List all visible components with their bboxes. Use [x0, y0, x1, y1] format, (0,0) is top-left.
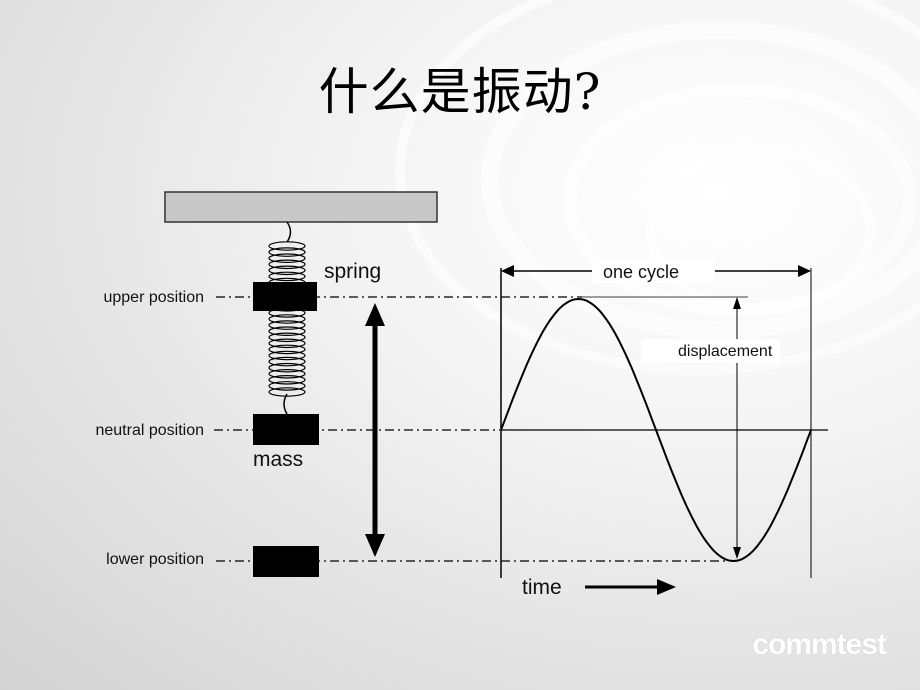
spring-coil-loop — [268, 332, 306, 343]
displacement-label-box — [641, 339, 780, 363]
spring-coil-loop — [268, 381, 306, 391]
spring-coil — [268, 241, 306, 397]
amplitude-arrow-head-up — [365, 303, 385, 326]
spring-coil-loop — [268, 259, 306, 270]
displacement-arrow-up — [733, 297, 741, 309]
sine-wave — [500, 297, 812, 563]
spring-coil-loop — [268, 241, 306, 251]
commtest-logo: commtest — [752, 628, 887, 661]
spring-coil-loop — [268, 320, 306, 330]
time-arrow-head — [657, 579, 676, 595]
one-cycle-label-box — [592, 259, 715, 283]
spring-coil-loop — [268, 271, 306, 282]
spring-coil-loop — [268, 356, 306, 367]
spring-coil-loop — [268, 253, 306, 264]
one-cycle-arrow-left — [501, 265, 514, 277]
spring-coil-loop — [268, 247, 306, 257]
mass-wire — [283, 393, 288, 415]
spring-coil-loop — [268, 326, 306, 336]
spring-coil-loop — [268, 314, 306, 324]
neutral-position-label: neutral position — [95, 422, 204, 439]
upper-position-label: upper position — [103, 289, 204, 306]
spring-coil-loop — [268, 374, 306, 385]
one-cycle-arrow-right — [798, 265, 811, 277]
spring-coil-loop — [268, 344, 306, 355]
lower-position-label: lower position — [106, 551, 204, 568]
spring-hook — [286, 221, 292, 243]
support-bar — [164, 191, 438, 223]
spring-coil-loop — [268, 387, 306, 397]
spring-coil-loop — [268, 265, 306, 276]
spring-coil-loop — [268, 362, 306, 373]
mass-label: mass — [253, 448, 303, 471]
spring-label: spring — [324, 260, 381, 283]
spring-coil-loop — [268, 368, 306, 379]
spring-coil-loop — [268, 350, 306, 361]
amplitude-arrow-head-down — [365, 534, 385, 557]
displacement-arrow-down — [733, 547, 741, 559]
one-cycle-label: one cycle — [603, 262, 679, 282]
slide-title: 什么是振动? — [318, 63, 602, 121]
time-label: time — [522, 576, 562, 599]
spring-coil-loop — [268, 338, 306, 349]
displacement-label: displacement — [678, 343, 773, 360]
